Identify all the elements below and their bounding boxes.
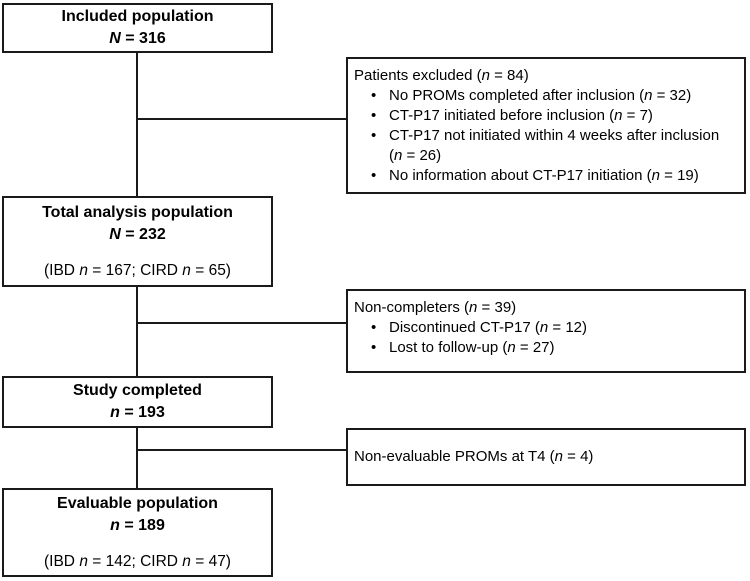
bullet-item: CT-P17 not initiated within 4 weeks afte… [354,126,736,166]
patients-excluded-box: Patients excluded (n = 84) No PROMs comp… [346,57,746,194]
bullet-item: Lost to follow-up (n = 27) [354,338,736,358]
connector-horizontal-to-nonevaluable [137,449,346,451]
patients-excluded-header: Patients excluded (n = 84) [354,67,529,84]
connector-vertical-included-to-total [136,53,138,196]
box-text-line: Study completed [73,382,202,399]
non-completers-bullet-list: Discontinued CT-P17 (n = 12)Lost to foll… [354,318,736,358]
bullet-item: Discontinued CT-P17 (n = 12) [354,318,736,338]
patients-excluded-bullet-list: No PROMs completed after inclusion (n = … [354,86,736,186]
connector-horizontal-to-excluded [137,118,346,120]
total-analysis-population-box: Total analysis population N = 232 (IBD n =… [2,196,273,287]
box-text-line: (IBD n = 167; CIRD n = 65) [44,262,231,279]
bullet-item: No information about CT-P17 initiation (… [354,166,736,186]
non-evaluable-proms-box: Non-evaluable PROMs at T4 (n = 4) [346,428,746,486]
box-text-line: n = 189 [110,517,165,534]
non-completers-header: Non-completers (n = 39) [354,299,517,316]
connector-horizontal-to-noncompleters [137,322,346,324]
box-text-line: Included population [61,8,214,25]
box-text-line: N = 232 [109,226,166,243]
included-population-box: Included population N = 316 [2,3,273,53]
box-text-line: n = 193 [110,404,165,421]
non-completers-box: Non-completers (n = 39) Discontinued CT-… [346,289,746,373]
connector-vertical-study-to-evaluable [136,428,138,488]
non-evaluable-proms-header: Non-evaluable PROMs at T4 (n = 4) [354,448,594,465]
connector-vertical-total-to-study [136,287,138,376]
box-text-line: Evaluable population [57,495,218,512]
evaluable-population-box: Evaluable population n = 189 (IBD n = 142;… [2,488,273,577]
box-text-line: Total analysis population [42,204,233,221]
bullet-item: No PROMs completed after inclusion (n = … [354,86,736,106]
box-text-line: N = 316 [109,30,166,47]
study-completed-box: Study completed n = 193 [2,376,273,428]
box-text-line: (IBD n = 142; CIRD n = 47) [44,553,231,570]
bullet-item: CT-P17 initiated before inclusion (n = 7… [354,106,736,126]
